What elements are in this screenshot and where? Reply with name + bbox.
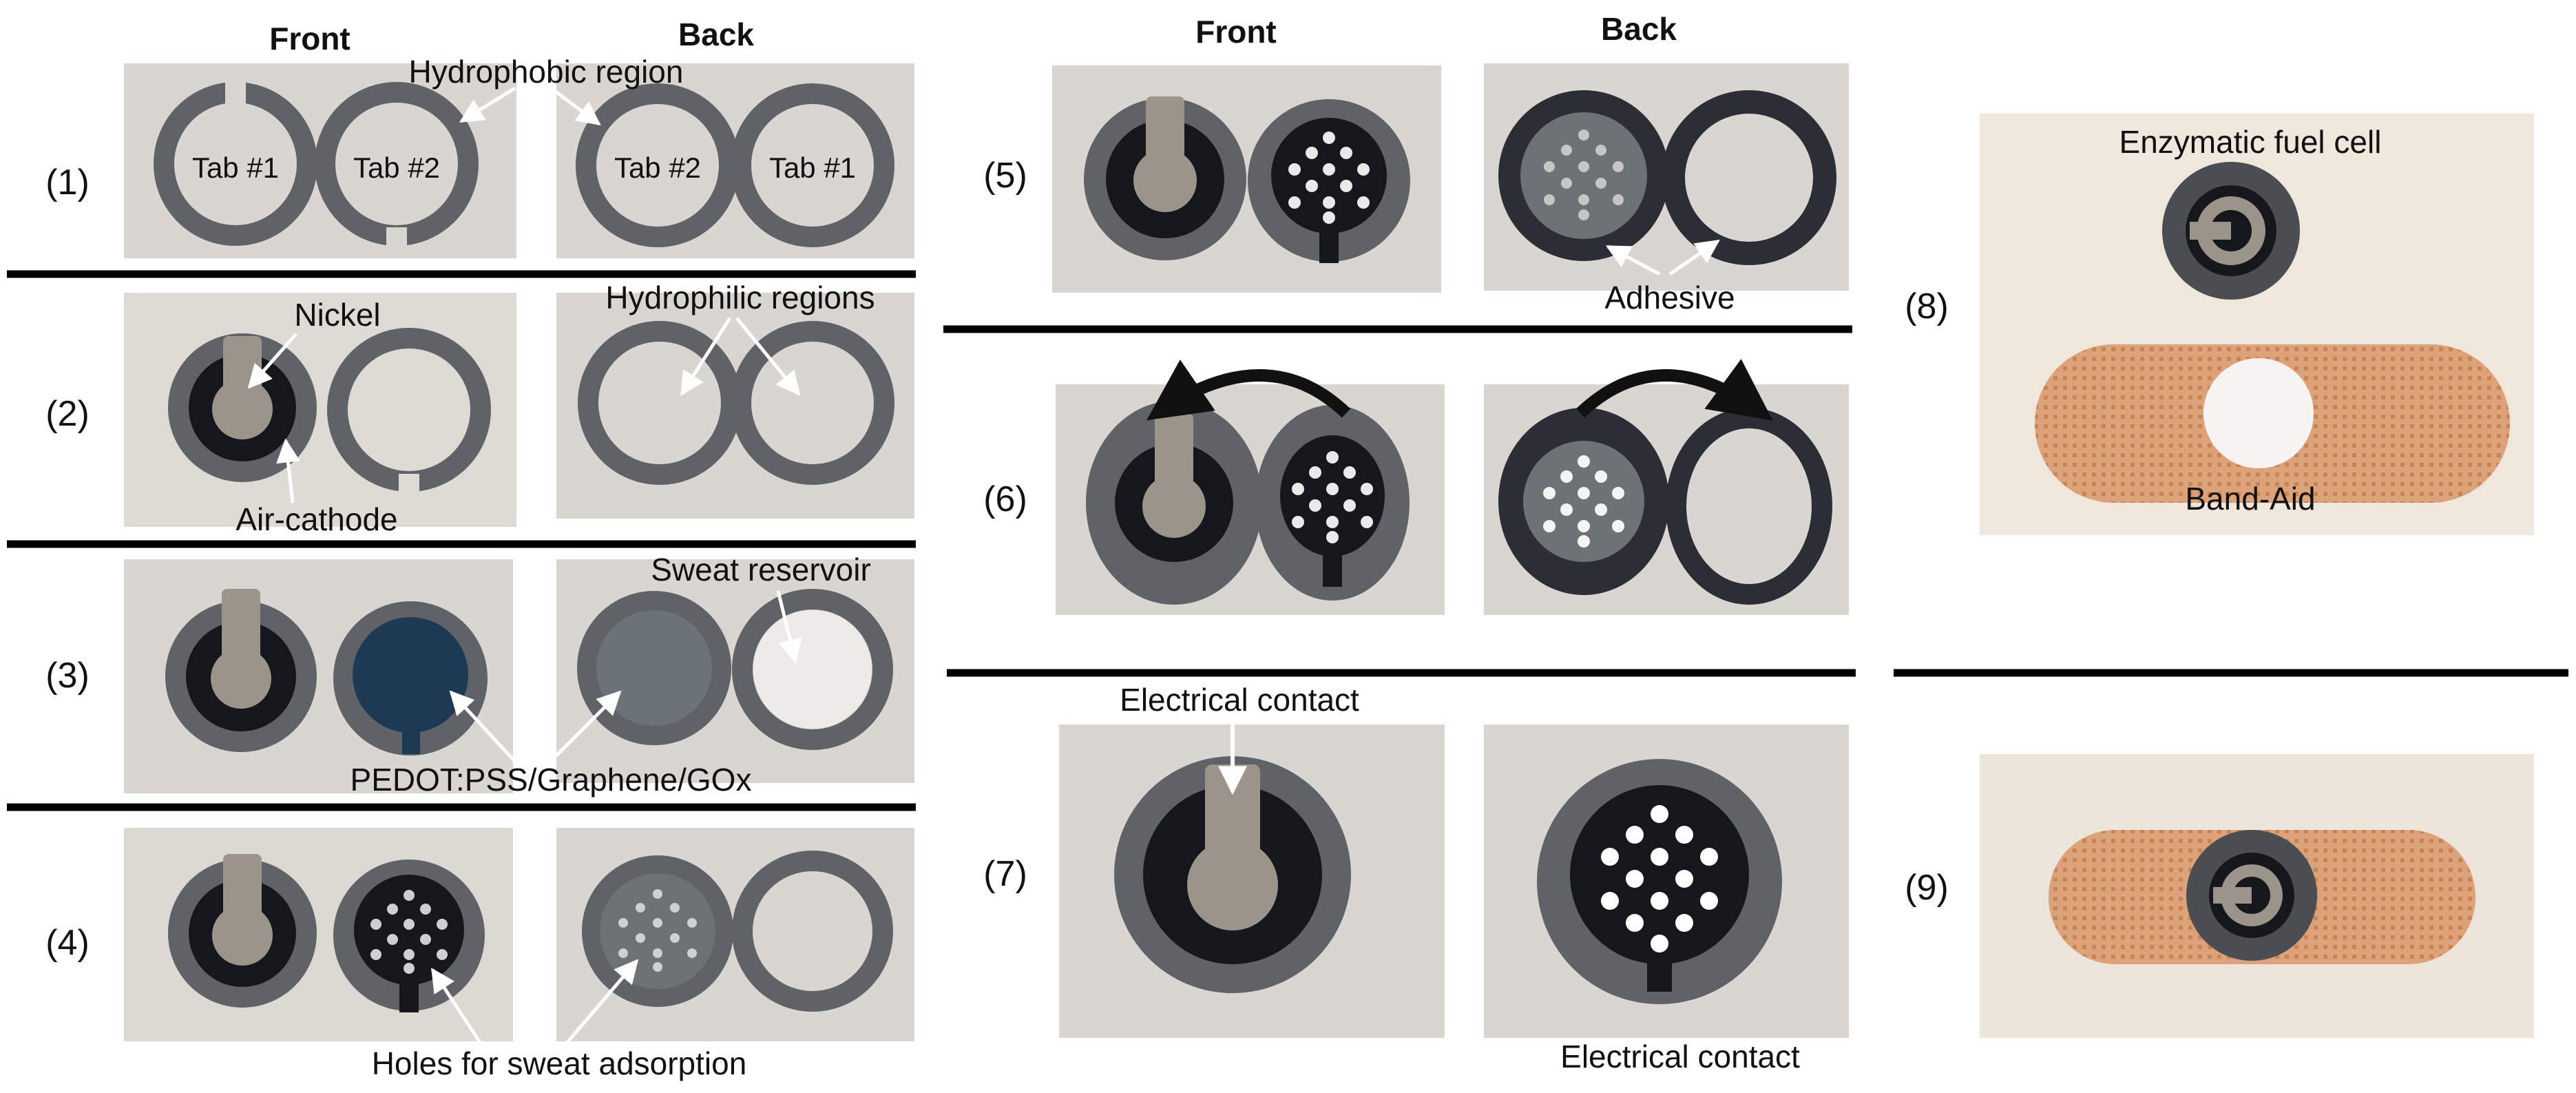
step-label-5: (5): [983, 156, 1027, 196]
arrow-hydrophobic-back: [549, 86, 601, 126]
arrow-hydrophilic-right: [735, 317, 801, 396]
label-hydrophilic-regions: Hydrophilic regions: [605, 280, 875, 315]
arrow-adhesive-left: [1605, 244, 1661, 276]
arrow-hydrophilic-left: [680, 317, 732, 396]
step-label-6: (6): [983, 479, 1027, 519]
label-tab1-back: Tab #1: [769, 152, 856, 184]
label-pedot: PEDOT:PSS/Graphene/GOx: [350, 762, 752, 798]
label-hydrophobic-region: Hydrophobic region: [409, 54, 684, 90]
photo-step6-front: [1056, 384, 1445, 615]
photo-step4-front: [124, 828, 513, 1041]
step-label-7: (7): [983, 854, 1027, 894]
arrow-pedot-front: [449, 690, 519, 766]
arrow-pedot-back: [549, 690, 622, 762]
arrow-hydrophobic-front: [459, 86, 516, 123]
photo-step9: [1980, 754, 2534, 1038]
photo-step4-back: [556, 828, 914, 1041]
step-label-4: (4): [45, 923, 90, 963]
mid-back-header: Back: [1601, 11, 1677, 47]
label-nickel: Nickel: [294, 297, 380, 333]
label-air-cathode: Air-cathode: [235, 501, 397, 537]
photo-step3-front: [124, 559, 513, 793]
photo-step8: [1980, 114, 2534, 535]
label-sweat-reservoir: Sweat reservoir: [651, 552, 871, 587]
photo-step7-front: [1059, 725, 1445, 1038]
photo-step3-back: [556, 559, 914, 783]
fold-arrow-back: [1575, 359, 1773, 421]
step-label-9: (9): [1905, 868, 1949, 908]
arrow-sweat-reservoir: [776, 590, 802, 664]
arrow-adhesive-right: [1668, 239, 1720, 276]
label-band-aid: Band-Aid: [2185, 481, 2315, 517]
label-holes: Holes for sweat adsorption: [372, 1045, 747, 1081]
label-tab1-front: Tab #1: [192, 152, 279, 184]
step-label-2: (2): [45, 394, 90, 434]
photo-step2-front: [124, 293, 516, 527]
photo-step5-back: [1484, 63, 1849, 291]
label-electrical-contact-bottom: Electrical contact: [1560, 1039, 1800, 1074]
left-front-header: Front: [269, 21, 350, 56]
step-label-1: (1): [45, 163, 90, 202]
photo-step7-back: [1484, 725, 1849, 1038]
step-label-8: (8): [1905, 287, 1949, 326]
arrow-holes-front: [430, 968, 484, 1047]
dividers: [7, 270, 2568, 811]
fold-arrow-front: [1146, 360, 1351, 421]
left-back-header: Back: [678, 17, 754, 52]
label-enzymatic-fuel-cell: Enzymatic fuel cell: [2119, 124, 2382, 160]
arrow-holes-back: [563, 959, 639, 1047]
photo-step5-front: [1052, 65, 1441, 293]
photo-step6-back: [1484, 384, 1849, 615]
label-tab2-back: Tab #2: [614, 152, 701, 184]
photo-step1-front: Tab #1 Tab #2: [124, 63, 516, 258]
arrow-air-cathode: [276, 438, 300, 503]
photo-step1-back: Tab #2 Tab #1: [556, 63, 914, 258]
arrow-nickel: [247, 333, 297, 389]
photo-step2-back: [556, 293, 914, 519]
label-electrical-contact-top: Electrical contact: [1120, 682, 1359, 718]
step-label-3: (3): [45, 656, 90, 696]
label-tab2-front: Tab #2: [353, 152, 440, 184]
label-adhesive: Adhesive: [1604, 280, 1735, 315]
mid-front-header: Front: [1195, 14, 1277, 50]
